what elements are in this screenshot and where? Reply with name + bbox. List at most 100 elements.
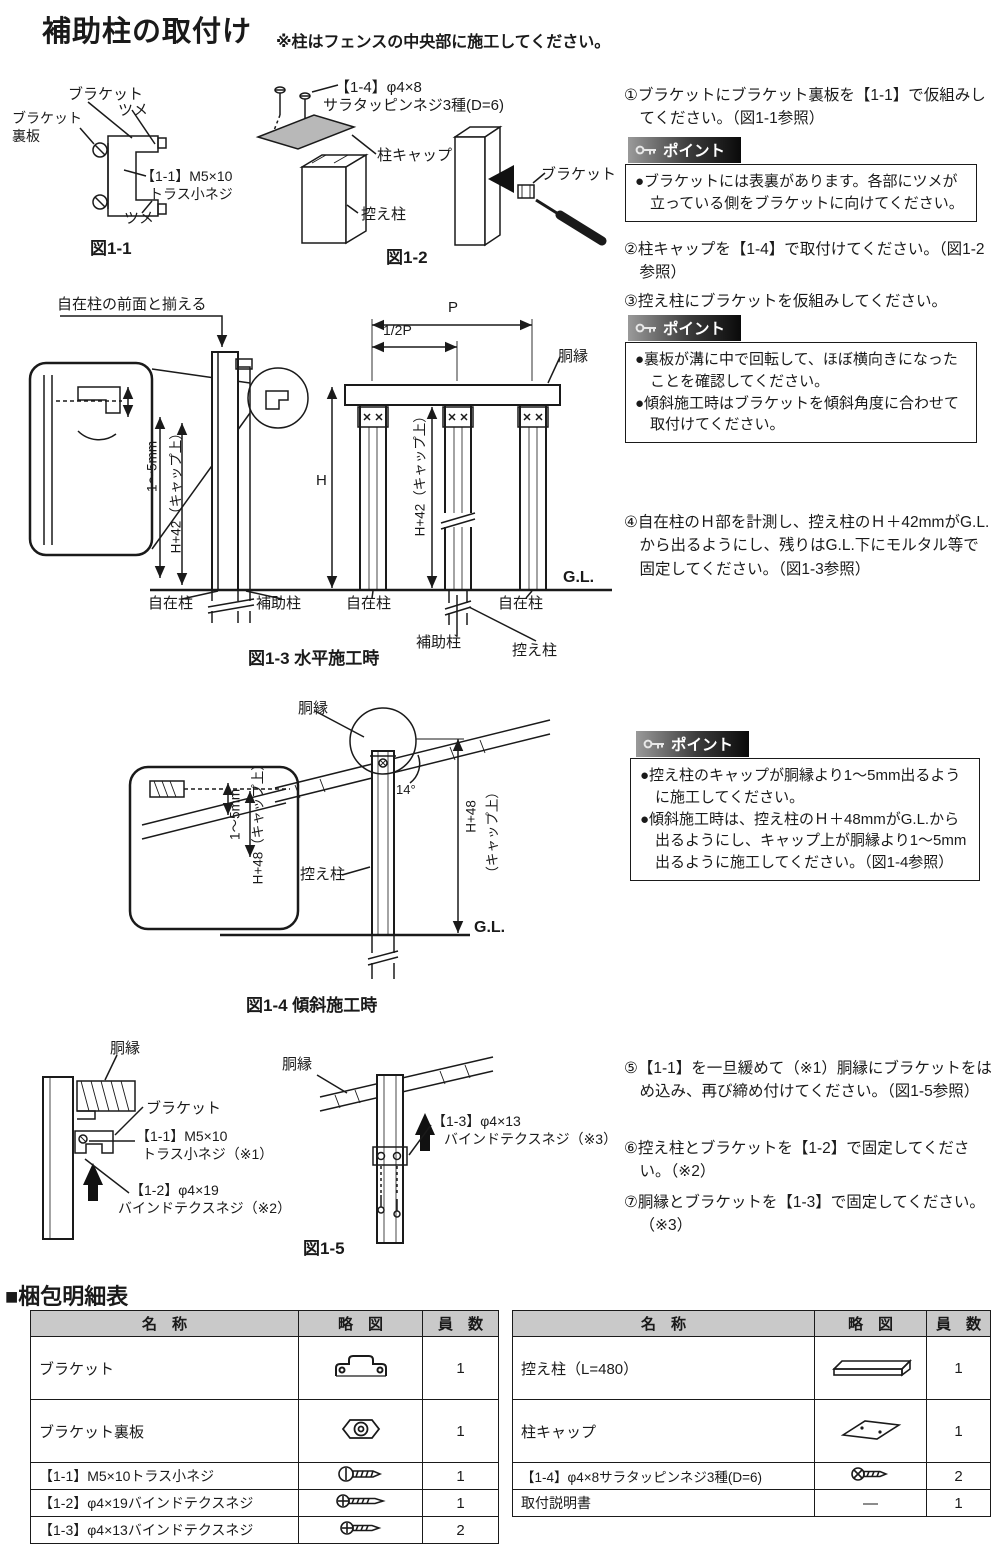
fig-1-1-drawing	[79, 101, 167, 217]
table-row: 取付説明書 ― 1	[512, 1489, 991, 1517]
fig14-gl-label: G.L.	[474, 919, 506, 936]
point-tag-label: ポイント	[671, 737, 734, 754]
part-qty: 1	[422, 1462, 499, 1490]
fig14-beam-label: 胴縁	[298, 700, 329, 717]
fig14-h48-right-dim-label1: H+48	[463, 800, 479, 833]
step-2: ②柱キャップを【1-4】で取付けてください。（図1-2参照）	[624, 241, 985, 282]
part-name: 【1-1】M5×10トラス小ネジ	[30, 1462, 299, 1490]
point-tag-2: ポイント	[628, 315, 742, 341]
key-icon	[635, 323, 656, 333]
dash-sketch: ―	[863, 1494, 878, 1512]
col-header-sketch: 略 図	[298, 1310, 423, 1337]
fig13-caption: 図1-3 水平施工時	[248, 649, 380, 668]
key-icon	[643, 739, 664, 749]
fig14-angle-label: 14°	[396, 782, 416, 797]
fig13-gap-dim-label: 1～5mm	[144, 440, 160, 492]
point-tag-3: ポイント	[636, 731, 750, 757]
table-row: ブラケット 1	[30, 1336, 499, 1400]
table-header-row: 名 称 略 図 員 数	[30, 1310, 499, 1337]
fig11-claw-bottom-label: ツメ	[124, 210, 155, 227]
fig15-bracket-label: ブラケット	[146, 1100, 222, 1117]
fig13-align-note-label: 自在柱の前面と揃える	[57, 296, 207, 313]
fig-1-5-drawing	[42, 1054, 494, 1244]
bind-screw-long-icon	[335, 1494, 386, 1508]
table-row: 【1-2】φ4×19バインドテクスネジ 1	[30, 1489, 499, 1517]
part-qty: 1	[926, 1399, 991, 1463]
table-row: 【1-3】φ4×13バインドテクスネジ 2	[30, 1516, 499, 1544]
point-box-2: ●裏板が溝に中で回転して、ほぼ横向きになったことを確認してください。 ●傾斜施工…	[625, 342, 977, 443]
push-up-arrow-icon	[83, 1163, 103, 1201]
part-sketch	[298, 1489, 423, 1517]
fig15-s11-label-line1: 【1-1】M5×10	[136, 1128, 228, 1144]
fig13-dim-p-label: P	[448, 299, 459, 316]
push-up-arrow-icon	[415, 1113, 435, 1151]
table-row: 【1-1】M5×10トラス小ネジ 1	[30, 1462, 499, 1490]
fig13-jizai-mid-label: 自在柱	[346, 595, 392, 612]
fig13-jizai-right-label: 自在柱	[498, 595, 544, 612]
point-bullet: ●控え柱のキャップが胴縁より1～5mm出るように施工してください。	[640, 767, 961, 806]
step-6: ⑥控え柱とブラケットを【1-2】で固定してください。（※2）	[624, 1140, 970, 1181]
fig14-hikae-label: 控え柱	[300, 866, 346, 883]
stay-post-icon	[831, 1359, 912, 1377]
part-name: 【1-2】φ4×19バインドテクスネジ	[30, 1489, 299, 1517]
key-icon	[635, 145, 656, 155]
insert-arrow-icon	[488, 165, 514, 193]
part-qty: 2	[926, 1462, 991, 1490]
fig12-cap-label: 柱キャップ	[377, 147, 453, 164]
fig-1-4-drawing	[128, 707, 551, 979]
table-row: 控え柱（L=480） 1	[512, 1336, 991, 1400]
fig13-h-dim-label: H	[316, 472, 327, 489]
part-sketch	[814, 1399, 927, 1463]
fig11-caption: 図1-1	[90, 239, 132, 258]
fig15-s12-label-line1: 【1-2】φ4×19	[130, 1182, 219, 1198]
point-bullet: ●裏板が溝に中で回転して、ほぼ横向きになったことを確認してください。	[635, 351, 958, 390]
part-qty: 2	[422, 1516, 499, 1544]
fig12-screw-label-line2: サラタッピンネジ3種(D=6)	[323, 97, 504, 114]
fig14-gap-dim-label: 1～5mm	[227, 788, 243, 840]
fig15-caption: 図1-5	[303, 1239, 345, 1258]
part-name: ブラケット裏板	[30, 1399, 299, 1463]
fig15-beam-left-label: 胴縁	[110, 1040, 141, 1057]
truss-screw-icon	[337, 1466, 382, 1482]
point-box-3: ●控え柱のキャップが胴縁より1～5mm出るように施工してください。 ●傾斜施工時…	[630, 758, 980, 881]
col-header-name: 名 称	[512, 1310, 815, 1337]
fig13-dim-half-p-label: 1/2P	[383, 322, 412, 338]
part-name: 【1-3】φ4×13バインドテクスネジ	[30, 1516, 299, 1544]
fig13-hojo-left-label: 補助柱	[256, 595, 302, 612]
part-sketch	[298, 1399, 423, 1463]
packing-list-title: ■梱包明細表	[5, 1284, 129, 1309]
tapping-screw-icon	[850, 1467, 888, 1481]
point-tag-label: ポイント	[663, 321, 726, 338]
fig-1-3-drawing	[28, 315, 612, 642]
fig11-screw-label-line2: トラス小ネジ	[149, 186, 233, 202]
fig11-claw-top-label: ツメ	[118, 102, 149, 119]
part-qty: 1	[422, 1489, 499, 1517]
point-bullet: ●傾斜施工時はブラケットを傾斜角度に合わせて取付けてください。	[635, 394, 960, 434]
fig15-s11-label-line2: トラス小ネジ（※1）	[142, 1146, 274, 1162]
step-3: ③控え柱にブラケットを仮組みしてください。	[624, 293, 947, 310]
point-bullet: ●ブラケットには表裏があります。各部にツメが立っている側をブラケットに向けてくだ…	[635, 173, 964, 212]
fig11-screw-label-line1: 【1-1】M5×10	[141, 168, 233, 184]
point-tag-label: ポイント	[663, 143, 726, 160]
point-tag-1: ポイント	[628, 137, 742, 163]
fig13-h42-left-dim-label: H+42（キャップ上）	[168, 426, 184, 554]
fig15-s13-label-line1: 【1-3】φ4×13	[432, 1113, 521, 1129]
part-name: 控え柱（L=480）	[512, 1336, 815, 1400]
step-1: ①ブラケットにブラケット裏板を【1-1】で仮組みしてください。（図1-1参照）	[624, 87, 986, 128]
fig15-s13-label-line2: バインドテクスネジ（※3）	[444, 1131, 618, 1147]
col-header-qty: 員 数	[926, 1310, 991, 1337]
fig14-caption: 図1-4 傾斜施工時	[246, 996, 378, 1015]
fig13-jizai-left-label: 自在柱	[148, 595, 194, 612]
fig13-gl-label: G.L.	[563, 569, 595, 586]
page-subtitle: ※柱はフェンスの中央部に施工してください。	[276, 34, 611, 51]
part-qty: 1	[422, 1336, 499, 1400]
part-sketch	[298, 1462, 423, 1490]
table-row: 柱キャップ 1	[512, 1399, 991, 1463]
packing-table-right: 名 称 略 図 員 数 控え柱（L=480） 1	[512, 1310, 991, 1517]
col-header-sketch: 略 図	[814, 1310, 927, 1337]
fig11-backplate-label: ブラケット裏板	[12, 110, 82, 144]
point-box-1: ●ブラケットには表裏があります。各部にツメが立っている側をブラケットに向けてくだ…	[625, 164, 977, 222]
part-sketch: ―	[814, 1489, 927, 1517]
fig13-hikae-label: 控え柱	[512, 642, 558, 659]
